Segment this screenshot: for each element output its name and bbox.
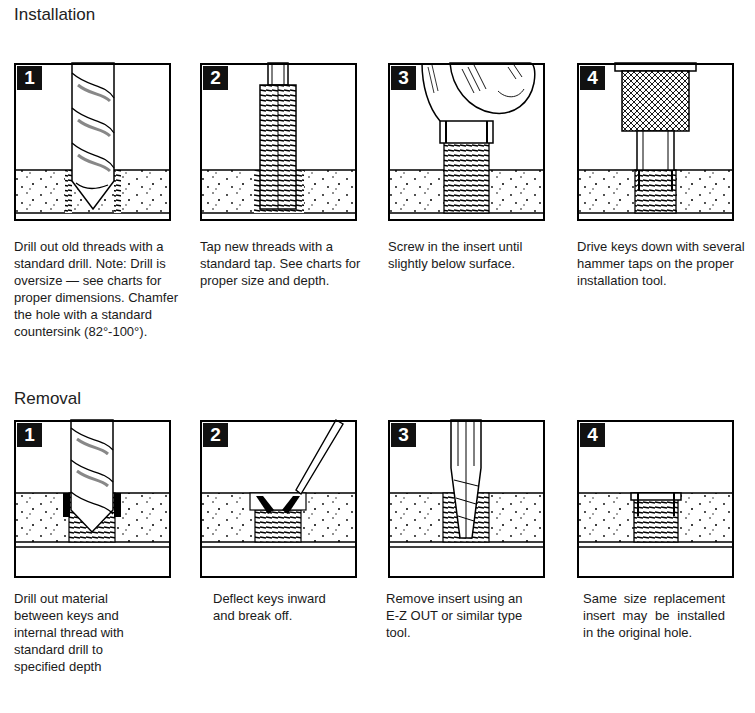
old-thread <box>114 170 121 213</box>
insert-key <box>639 170 672 191</box>
extractor-flute <box>454 480 478 521</box>
drill-bit <box>71 420 113 532</box>
insert-thread <box>255 510 301 542</box>
step-panel: 2Deflect keys inward and break off. <box>200 420 357 624</box>
callout-number: 2 <box>210 67 221 88</box>
tap-shank-line <box>272 63 284 85</box>
extractor-tool <box>451 420 481 538</box>
install-insert-figure <box>388 63 545 213</box>
step-caption: Drive keys down with several hammer taps… <box>577 238 749 289</box>
finger-shading <box>462 65 524 97</box>
panel-frame: 3 <box>388 420 545 578</box>
removal-drill-figure <box>14 420 171 547</box>
removal-deflect-figure <box>200 420 357 547</box>
step-panel: 1Drill out old threads with a standard d… <box>14 63 186 340</box>
install-drill-figure <box>14 63 171 213</box>
tap-body <box>260 85 296 209</box>
deflected-key <box>256 496 274 514</box>
callout-number: 2 <box>210 424 221 445</box>
material-block <box>577 493 734 542</box>
insert-key <box>63 493 70 517</box>
thumb-shading <box>428 65 438 93</box>
drill-flute <box>72 73 114 189</box>
callout-number: 3 <box>398 67 409 88</box>
panel-frame: 2 <box>200 420 357 578</box>
drill-shading <box>78 85 110 171</box>
punch-tool <box>296 420 343 494</box>
material-edge <box>577 493 734 547</box>
tool-neck-line <box>643 131 668 170</box>
step-caption: Screw in the insert until slightly below… <box>388 238 553 272</box>
step-badge: 3 <box>391 423 416 447</box>
callout-number: 1 <box>24 67 35 88</box>
step-badge: 2 <box>203 423 228 447</box>
insert-key <box>446 121 487 143</box>
tap-flute <box>278 85 279 209</box>
callout-number: 3 <box>398 424 409 445</box>
step-badge: 1 <box>17 66 42 90</box>
step-badge: 2 <box>203 66 228 90</box>
step-panel: 1Drill out material between keys and int… <box>14 420 171 675</box>
material-block <box>577 170 734 213</box>
step-panel: 3Screw in the insert until slightly belo… <box>388 63 553 272</box>
panel-frame: 2 <box>200 63 357 221</box>
old-thread <box>65 170 72 213</box>
callout-number: 4 <box>587 424 598 445</box>
tool-knurl <box>622 71 689 131</box>
step-badge: 3 <box>391 66 416 90</box>
finger-outline <box>450 63 535 113</box>
step-badge: 1 <box>17 423 42 447</box>
step-caption: Remove insert using an E-Z OUT or simila… <box>386 590 528 641</box>
step-caption: Deflect keys inward and break off. <box>213 590 341 624</box>
step-panel: 3Remove insert using an E-Z OUT or simil… <box>388 420 545 641</box>
section-heading: Installation <box>14 5 95 25</box>
install-tool-figure <box>577 63 734 213</box>
material-edge <box>577 170 734 213</box>
step-caption: Same size replacement insert may be inst… <box>583 590 725 641</box>
removal-extractor-figure <box>388 420 545 547</box>
step-badge: 4 <box>580 66 605 90</box>
panel-frame: 1 <box>14 420 171 578</box>
drill-flute <box>71 428 113 514</box>
step-caption: Tap new threads with a standard tap. See… <box>200 238 368 289</box>
callout-number: 4 <box>587 67 598 88</box>
step-panel: 2Tap new threads with a standard tap. Se… <box>200 63 368 289</box>
insert-key <box>638 493 674 516</box>
insert-key <box>114 493 121 517</box>
step-caption: Drill out old threads with a standard dr… <box>14 238 186 340</box>
panel-frame: 1 <box>14 63 171 221</box>
insert-collar <box>440 121 493 143</box>
section-heading: Removal <box>14 389 81 409</box>
material-edge <box>200 493 357 547</box>
drill-bit <box>72 63 114 209</box>
drilled-recess <box>250 493 306 510</box>
insert-thread <box>444 141 489 213</box>
install-tap-figure <box>200 63 357 213</box>
panel-frame: 4 <box>577 63 734 221</box>
step-panel: 4Same size replacement insert may be ins… <box>577 420 734 641</box>
material-block <box>200 493 357 542</box>
thumb-outline <box>422 63 440 121</box>
panel-frame: 4 <box>577 420 734 578</box>
deflected-key <box>282 496 300 514</box>
step-caption: Drill out material between keys and inte… <box>14 590 142 675</box>
callout-number: 1 <box>24 424 35 445</box>
step-panel: 4Drive keys down with several hammer tap… <box>577 63 749 289</box>
drill-shading <box>77 439 108 486</box>
removal-replace-figure <box>577 493 734 547</box>
step-badge: 4 <box>580 423 605 447</box>
insert-thread <box>635 170 676 213</box>
tap-shank <box>268 63 288 85</box>
tool-neck <box>637 131 674 170</box>
panel-frame: 3 <box>388 63 545 221</box>
